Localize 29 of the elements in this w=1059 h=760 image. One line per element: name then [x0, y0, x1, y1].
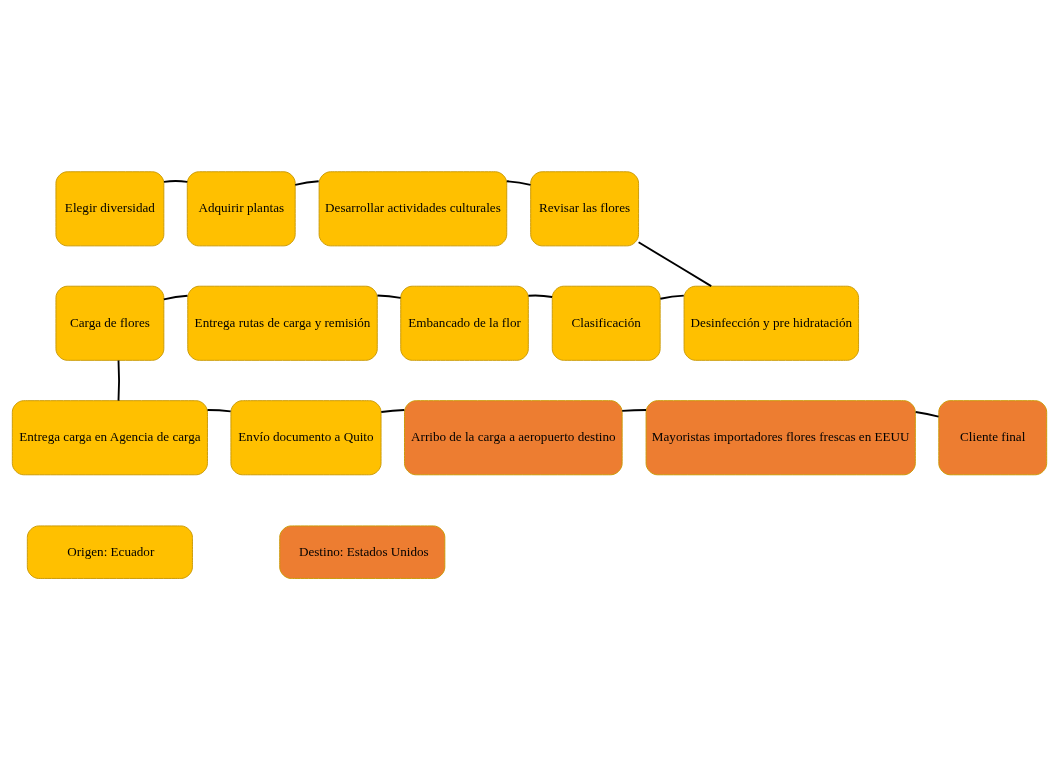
connector	[505, 179, 532, 186]
node-box: Entrega rutas de carga y remisión	[187, 285, 378, 361]
legend-label: Origen: Ecuador	[67, 543, 155, 559]
connector	[163, 179, 189, 183]
connector	[206, 408, 232, 412]
node-box: Clasificación	[551, 285, 661, 361]
connector	[914, 410, 940, 417]
node-box: Revisar las flores	[530, 170, 640, 246]
node-box: Elegir diversidad	[55, 170, 165, 246]
node-box: Adquirir plantas	[186, 170, 296, 246]
node-box: Embancado de la flor	[400, 285, 529, 361]
connector	[621, 408, 647, 412]
connector	[376, 294, 402, 299]
connector	[294, 179, 320, 186]
connector	[162, 294, 189, 300]
legend-label: Destino: Estados Unidos	[298, 543, 429, 559]
connector	[527, 294, 554, 298]
node-box: Mayoristas importadores flores frescas en EEUU	[645, 399, 916, 475]
connector	[380, 408, 406, 413]
node-box: Desinfección y pre hidratación	[683, 285, 860, 361]
node-box: Desarrollar actividades culturales	[318, 170, 508, 246]
connector	[637, 240, 713, 287]
node-box: Arribo de la carga a aeropuerto destino	[404, 399, 623, 475]
node-box: Envío documento a Quito	[230, 399, 382, 475]
node-box: Carga de flores	[55, 285, 165, 361]
node-box: Cliente final	[938, 399, 1048, 475]
connector	[659, 294, 685, 300]
node-box: Entrega carga en Agencia de carga	[11, 399, 208, 475]
connector	[117, 359, 120, 402]
